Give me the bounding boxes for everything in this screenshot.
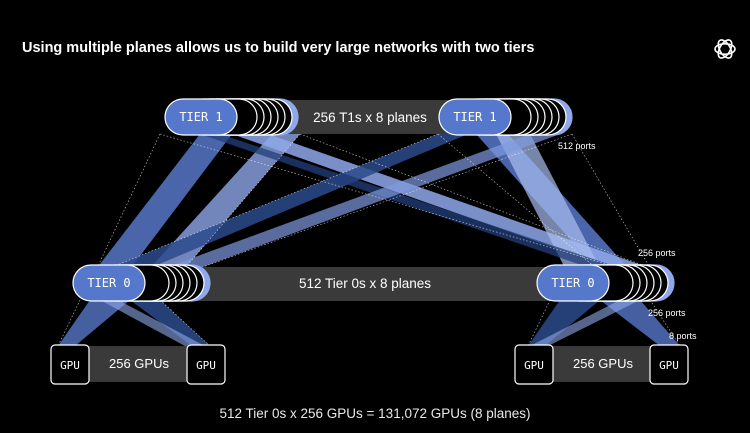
gpu-box-right-2 xyxy=(649,344,689,385)
tier0-gpu-links xyxy=(57,299,681,347)
tier1-row: TIER 1 TIER 1 256 T1s x 8 planes 512 por… xyxy=(164,98,596,151)
tier1-ports-label: 512 ports xyxy=(558,141,596,151)
gpu-right-1-label: GPU xyxy=(524,359,544,372)
gpu-ports-label: 8 ports xyxy=(669,331,697,341)
tier0-left-label: TIER 0 xyxy=(87,276,130,290)
gpu-group-left: GPU GPU 256 GPUs xyxy=(50,344,226,385)
tier1-right-label: TIER 1 xyxy=(453,110,496,124)
slide-title: Using multiple planes allows us to build… xyxy=(22,40,535,56)
tier0-left-stack: TIER 0 xyxy=(72,264,211,302)
tier0-ports-down-label: 256 ports xyxy=(648,308,686,318)
gpu-band-left-text: 256 GPUs xyxy=(109,356,169,371)
tier0-right-stack: TIER 0 xyxy=(536,264,675,302)
openai-logo-icon xyxy=(714,39,736,59)
tier0-band xyxy=(115,267,635,301)
tier0-row: TIER 0 TIER 0 512 Tier 0s x 8 planes 256… xyxy=(72,248,697,341)
tier0-ports-up-label: 256 ports xyxy=(638,248,676,258)
gpu-box-left-2 xyxy=(186,344,226,385)
gpu-group-right: GPU GPU 256 GPUs xyxy=(514,344,689,385)
gpu-left-2-label: GPU xyxy=(196,359,216,372)
tier1-left-label: TIER 1 xyxy=(179,110,222,124)
gpu-band-right xyxy=(552,346,656,382)
tier0-right-label: TIER 0 xyxy=(551,276,594,290)
tier1-band-text: 256 T1s x 8 planes xyxy=(313,110,427,125)
gpu-band-left xyxy=(88,346,192,382)
gpu-box-left-1 xyxy=(50,344,90,385)
tier1-right-stack: TIER 1 xyxy=(438,98,573,136)
tier0-band-text: 512 Tier 0s x 8 planes xyxy=(299,276,431,291)
gpu-left-1-label: GPU xyxy=(60,359,80,372)
footer-equation: 512 Tier 0s x 256 GPUs = 131,072 GPUs (8… xyxy=(219,406,531,421)
gpu-band-right-text: 256 GPUs xyxy=(573,356,633,371)
gpu-box-right-1 xyxy=(514,344,554,385)
tier1-left-stack: TIER 1 xyxy=(164,98,299,136)
gpu-right-2-label: GPU xyxy=(659,359,679,372)
tier1-tier0-links xyxy=(96,133,651,269)
